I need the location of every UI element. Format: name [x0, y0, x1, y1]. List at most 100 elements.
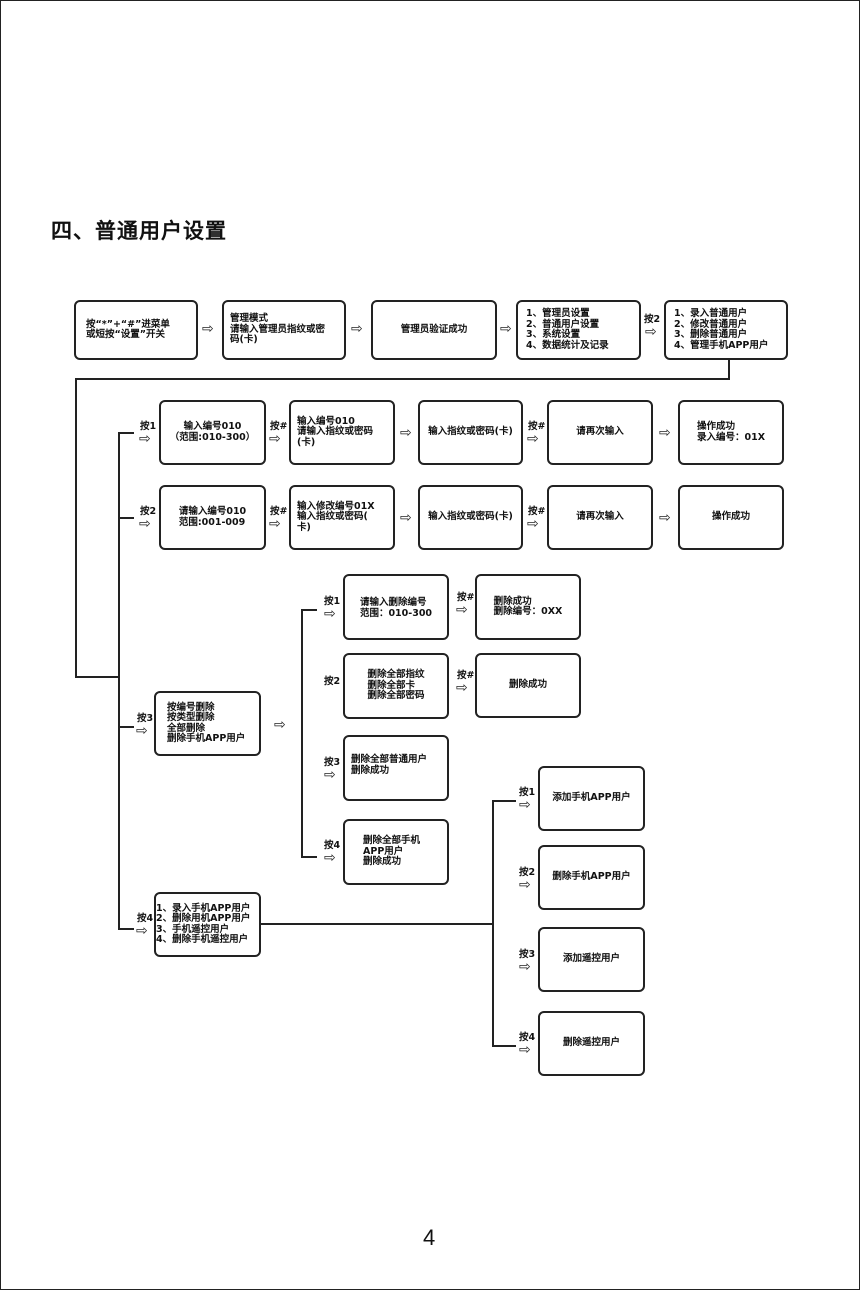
connector-line — [118, 432, 120, 930]
flow-box-enter-menu: 按“*”+“#”进菜单 或短按“设置”开关 — [74, 300, 198, 360]
key-label: 按2 — [324, 676, 341, 687]
key-label: 按# — [270, 506, 288, 517]
arrow-icon: ⇨ — [456, 602, 468, 618]
key-label: 按# — [457, 670, 475, 681]
add-remote-user-box: 添加遥控用户 — [538, 927, 645, 992]
key-label: 按1 — [324, 596, 341, 607]
flow-box-text: 删除成功 删除编号：0XX — [493, 595, 563, 617]
connector-line — [492, 800, 494, 1047]
flow-box-admin-mode: 管理模式 请输入管理员指纹或密 码(卡) — [222, 300, 346, 360]
delete-all-users-box: 删除全部普通用户 删除成功 — [343, 735, 449, 801]
key-label: 按2 — [644, 314, 661, 325]
flow-box-text: 1、管理员设置 2、普通用户设置 3、系统设置 4、数据统计及记录 — [526, 308, 609, 351]
delete-by-id-result: 删除成功 删除编号：0XX — [475, 574, 581, 640]
flow-box-text: 请再次输入 — [576, 511, 624, 523]
add-step-success: 操作成功 录入编号：01X — [678, 400, 784, 465]
arrow-icon: ⇨ — [202, 321, 214, 337]
delete-remote-user-box: 删除遥控用户 — [538, 1011, 645, 1076]
flow-box-text: 1、录入普通用户 2、修改普通用户 3、删除普通用户 4、管理手机APP用户 — [674, 308, 769, 351]
arrow-icon: ⇨ — [659, 425, 671, 441]
add-step-enter-credential: 输入编号010 请输入指纹或密码 (卡) — [289, 400, 395, 465]
connector-line — [75, 378, 77, 678]
flow-box-text: 按“*”+“#”进菜单 或短按“设置”开关 — [86, 318, 170, 340]
key-label: 按2 — [140, 506, 157, 517]
flow-box-admin-verified: 管理员验证成功 — [371, 300, 497, 360]
arrow-icon: ⇨ — [351, 321, 363, 337]
flow-box-text: 请输入删除编号 范围：010-300 — [359, 597, 433, 619]
modify-step-enter-credential: 输入修改编号01X 输入指纹或密码( 卡) — [289, 485, 395, 550]
flow-box-text: 输入指纹或密码(卡) — [428, 511, 513, 523]
flow-box-text: 删除成功 — [508, 679, 547, 691]
key-label: 按2 — [519, 867, 536, 878]
flow-box-text: 删除全部普通用户 删除成功 — [351, 754, 428, 776]
flow-box-text: 请输入编号010 范围:001-009 — [178, 506, 247, 528]
connector-line — [75, 676, 120, 678]
flow-box-text: 删除全部手机 APP用户 删除成功 — [363, 835, 421, 868]
modify-step-input-credential: 输入指纹或密码(卡) — [418, 485, 523, 550]
connector-line — [118, 517, 134, 519]
flow-box-text: 删除全部指纹 删除全部卡 删除全部密码 — [367, 669, 425, 702]
connector-line — [301, 609, 303, 858]
arrow-icon: ⇨ — [324, 767, 336, 783]
arrow-icon: ⇨ — [269, 431, 281, 447]
flow-box-text: 输入编号010 请输入指纹或密码 (卡) — [297, 415, 374, 448]
add-app-user-box: 添加手机APP用户 — [538, 766, 645, 831]
modify-step-enter-id: 请输入编号010 范围:001-009 — [159, 485, 266, 550]
delete-app-user-box: 删除手机APP用户 — [538, 845, 645, 910]
connector-line — [260, 923, 494, 925]
arrow-icon: ⇨ — [400, 510, 412, 526]
connector-line — [118, 928, 134, 930]
flow-box-text: 删除手机APP用户 — [552, 871, 631, 883]
connector-line — [301, 856, 317, 858]
arrow-icon: ⇨ — [324, 850, 336, 866]
connector-line — [492, 800, 516, 802]
modify-step-repeat: 请再次输入 — [547, 485, 653, 550]
key-label: 按1 — [519, 787, 536, 798]
flow-box-main-menu: 1、管理员设置 2、普通用户设置 3、系统设置 4、数据统计及记录 — [516, 300, 641, 360]
delete-all-app-users-box: 删除全部手机 APP用户 删除成功 — [343, 819, 449, 885]
arrow-icon: ⇨ — [527, 516, 539, 532]
key-label: 按# — [528, 506, 546, 517]
key-label: 按4 — [519, 1032, 536, 1043]
delete-menu-box: 按编号删除 按类型删除 全部删除 删除手机APP用户 — [154, 691, 261, 756]
app-user-menu-box: 1、录入手机APP用户 2、删除用机APP用户 3、手机遥控用户 4、删除手机遥… — [154, 892, 261, 957]
arrow-icon: ⇨ — [324, 606, 336, 622]
arrow-icon: ⇨ — [139, 516, 151, 532]
key-label: 按4 — [324, 840, 341, 851]
modify-step-success: 操作成功 — [678, 485, 784, 550]
delete-by-id-box: 请输入删除编号 范围：010-300 — [343, 574, 449, 640]
add-step-repeat: 请再次输入 — [547, 400, 653, 465]
flow-box-text: 操作成功 录入编号：01X — [696, 421, 766, 443]
arrow-icon: ⇨ — [269, 516, 281, 532]
arrow-icon: ⇨ — [500, 321, 512, 337]
connector-line — [492, 1045, 516, 1047]
flow-box-text: 1、录入手机APP用户 2、删除用机APP用户 3、手机遥控用户 4、删除手机遥… — [156, 902, 251, 945]
flow-box-text: 输入修改编号01X 输入指纹或密码( 卡) — [297, 500, 375, 533]
key-label: 按3 — [519, 949, 536, 960]
flow-box-text: 添加手机APP用户 — [552, 792, 631, 804]
arrow-icon: ⇨ — [136, 923, 148, 939]
add-step-input-credential: 输入指纹或密码(卡) — [418, 400, 523, 465]
key-label: 按3 — [137, 713, 154, 724]
key-label: 按# — [457, 592, 475, 603]
connector-line — [75, 378, 730, 380]
flow-box-text: 删除遥控用户 — [562, 1037, 620, 1049]
arrow-icon: ⇨ — [659, 510, 671, 526]
section-title: 四、普通用户设置 — [51, 219, 227, 243]
connector-line — [118, 726, 134, 728]
arrow-icon: ⇨ — [519, 877, 531, 893]
arrow-icon: ⇨ — [519, 797, 531, 813]
flow-box-text: 输入编号010 （范围:010-300） — [169, 421, 256, 443]
delete-by-type-box: 删除全部指纹 删除全部卡 删除全部密码 — [343, 653, 449, 719]
arrow-icon: ⇨ — [527, 431, 539, 447]
connector-line — [728, 359, 730, 380]
flow-box-text: 按编号删除 按类型删除 全部删除 删除手机APP用户 — [167, 701, 246, 744]
arrow-icon: ⇨ — [136, 723, 148, 739]
flow-box-text: 操作成功 — [711, 511, 750, 523]
flow-box-text: 请再次输入 — [576, 426, 624, 438]
flow-box-user-menu: 1、录入普通用户 2、修改普通用户 3、删除普通用户 4、管理手机APP用户 — [664, 300, 788, 360]
add-step-enter-id: 输入编号010 （范围:010-300） — [159, 400, 266, 465]
key-label: 按1 — [140, 421, 157, 432]
delete-by-type-result: 删除成功 — [475, 653, 581, 718]
